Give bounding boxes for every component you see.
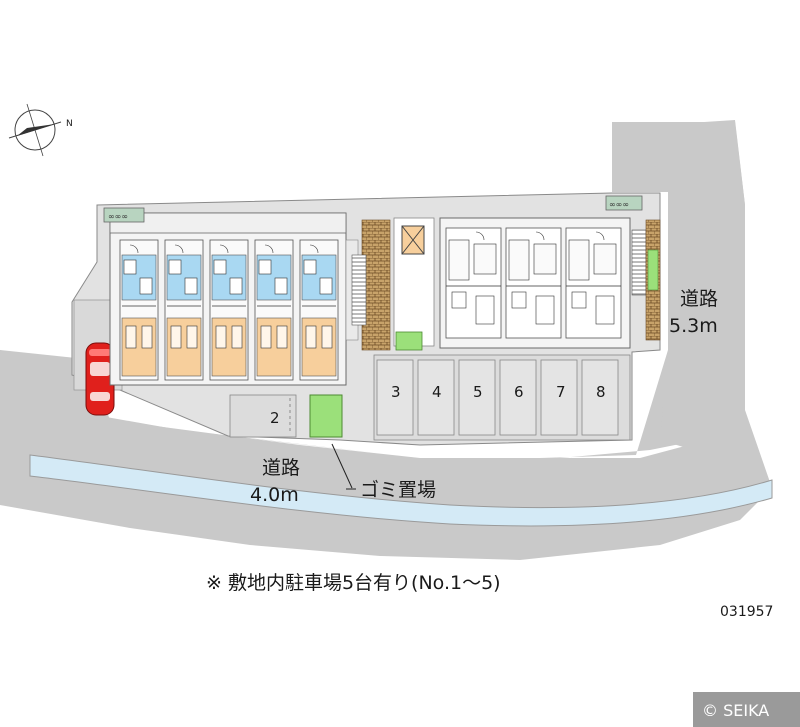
brick-walkway — [361, 219, 391, 351]
unit-west — [164, 239, 204, 381]
parking-number-5: 5 — [473, 383, 483, 401]
canal — [29, 454, 773, 527]
unit-west — [209, 239, 249, 381]
garbage-area — [309, 394, 343, 438]
copyright-text: © SEIKA — [702, 701, 769, 720]
parking-bay — [581, 359, 619, 436]
road-south-label-1: 道路 — [262, 457, 300, 479]
unit-east — [445, 227, 502, 339]
parking-number-8: 8 — [596, 383, 606, 401]
parking-bay — [540, 359, 578, 436]
parking-number-2: 2 — [270, 409, 280, 427]
compass-letter: N — [66, 119, 73, 129]
unit-east — [505, 227, 562, 339]
stair-west — [351, 254, 367, 326]
svg-text:∞∞∞: ∞∞∞ — [609, 200, 629, 209]
road-east — [612, 122, 772, 488]
compass-icon — [8, 103, 62, 157]
road-east-label-2: 5.3m — [669, 315, 718, 337]
parking-number-6: 6 — [514, 383, 524, 401]
parking-number-7: 7 — [556, 383, 566, 401]
green-patch-1 — [395, 331, 423, 351]
parking-number-4: 4 — [432, 383, 442, 401]
building-west: ∞∞∞ — [103, 207, 359, 386]
parking-note: ※ 敷地内駐車場5台有り(No.1〜5) — [206, 572, 501, 594]
svg-text:∞∞∞: ∞∞∞ — [108, 212, 128, 221]
unit-east — [565, 227, 622, 339]
parking-slot-2 — [229, 394, 297, 438]
building-east: ∞∞∞ — [439, 195, 661, 349]
parking-lot — [373, 354, 631, 441]
parking-bay — [458, 359, 496, 436]
garbage-label: ゴミ置場 — [360, 479, 436, 501]
parking-bay — [417, 359, 455, 436]
parking-number-3: 3 — [391, 383, 401, 401]
unit-west — [254, 239, 294, 381]
parking-bay — [499, 359, 537, 436]
unit-west — [299, 239, 339, 381]
car-icon — [85, 342, 115, 416]
unit-west — [119, 239, 159, 381]
road-south-label-2: 4.0m — [250, 484, 299, 506]
copyright-badge — [693, 692, 800, 727]
listing-code: 031957 — [720, 604, 773, 620]
parking-bay — [376, 359, 414, 436]
road-east-label-1: 道路 — [680, 288, 718, 310]
